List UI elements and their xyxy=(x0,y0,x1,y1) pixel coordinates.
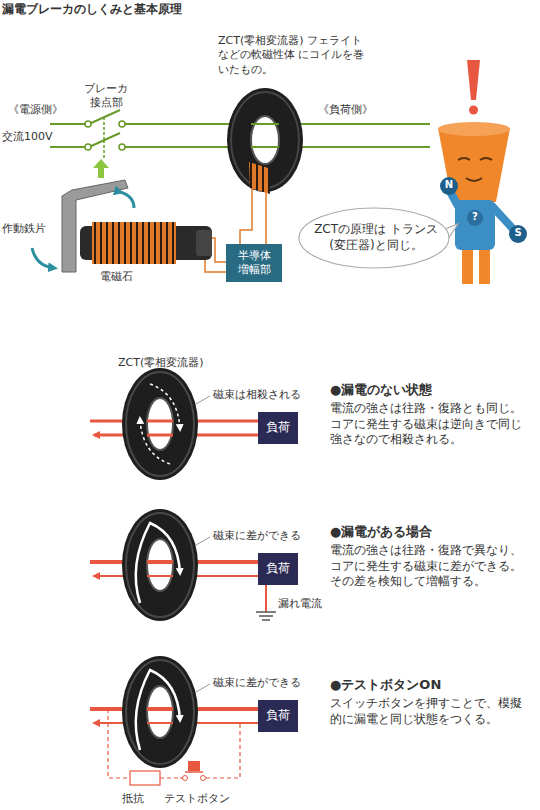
zct-hole xyxy=(147,398,173,450)
test-button xyxy=(185,771,203,773)
ground-symbol xyxy=(262,619,270,621)
shirt-mark: ? xyxy=(469,211,481,223)
test-button xyxy=(201,776,206,781)
ground-symbol xyxy=(256,611,276,613)
side-label: 《電源側》 xyxy=(8,103,63,117)
node-text: 負荷 xyxy=(266,420,290,436)
diagram-title: 漏電ブレーカのしくみと基本原理 xyxy=(2,2,182,18)
current-wire xyxy=(147,560,173,564)
zct-core xyxy=(122,368,198,480)
flux-note: 磁束は相殺される xyxy=(213,388,301,402)
magnet-letter: S xyxy=(512,227,524,239)
node-text: 負荷 xyxy=(266,708,290,724)
speech-bubble: ZCTの原理は トランス(変圧器)と同じ。 xyxy=(296,206,456,270)
leak-wire xyxy=(265,585,267,612)
case-heading: ●漏電がある場合 xyxy=(330,524,432,541)
side-label: 《負荷側》 xyxy=(318,103,373,117)
test-wire xyxy=(160,777,180,778)
load-box: 負荷 xyxy=(258,700,298,732)
flux-arrow xyxy=(150,384,180,429)
load-box: 負荷 xyxy=(258,412,298,444)
flux-arrow xyxy=(140,419,170,464)
zct-hole xyxy=(147,686,173,738)
node-text: 半導体 増幅部 xyxy=(234,249,274,278)
current-wire xyxy=(147,420,173,423)
leader-line xyxy=(196,396,210,404)
load-box: 負荷 xyxy=(258,553,298,585)
case-body: スイッチボタンを押すことで、模擬的に漏電と同じ状態をつくる。 xyxy=(330,696,530,727)
flux-note: 磁束に差ができる xyxy=(213,529,301,543)
part-name: ブレーカ 接点部 xyxy=(80,82,132,111)
part-name: テストボタン xyxy=(164,792,230,806)
part-name: ZCT(零相変流器) フェライトなどの軟磁性体 にコイルを巻いたもの。 xyxy=(218,34,368,77)
case-body: 電流の強さは往路・復路とも同じ。コアに発生する磁束は逆向きで同じ強さなので相殺さ… xyxy=(330,401,530,448)
part-name: ZCT(零相変流器) xyxy=(118,356,204,370)
zct-core xyxy=(122,509,198,621)
node-text: ZCTの原理は トランス(変圧器)と同じ。 xyxy=(312,222,440,253)
part-name: 作動鉄片 xyxy=(2,222,46,236)
zct-hole xyxy=(147,539,173,591)
zct-rim xyxy=(126,372,194,476)
amplifier-box: 半導体 増幅部 xyxy=(226,244,282,282)
node-text: 負荷 xyxy=(266,561,290,577)
test-wire xyxy=(206,723,240,778)
ground-symbol xyxy=(259,615,273,617)
flux-note: 磁束に差ができる xyxy=(213,676,301,690)
case-body: 電流の強さは往路・復路で異なり、コアに発生する磁束に差ができる。その差を検知して… xyxy=(330,543,530,590)
magnet-letter: N xyxy=(443,179,455,191)
current-wire xyxy=(147,575,173,577)
part-name: 抵抗 xyxy=(122,792,144,806)
zct-core xyxy=(122,656,198,768)
leader-line xyxy=(196,684,210,692)
leader-line xyxy=(196,537,210,545)
current-wire xyxy=(147,434,173,437)
resistor-symbol xyxy=(130,771,160,785)
test-button xyxy=(188,761,200,771)
part-name: 電磁石 xyxy=(100,270,133,284)
flux-arrow xyxy=(136,670,180,750)
case-heading: ●テストボタンON xyxy=(330,677,441,694)
leak-label: 漏れ電流 xyxy=(278,597,322,611)
test-button xyxy=(183,776,188,781)
voltage-label: 交流100V xyxy=(2,130,53,144)
case-heading: ●漏電のない状態 xyxy=(330,382,432,399)
current-wire xyxy=(147,707,173,711)
zct-rim xyxy=(126,513,194,617)
zct-rim xyxy=(126,660,194,764)
test-wire xyxy=(108,709,130,778)
flux-arrow xyxy=(136,523,180,603)
current-wire xyxy=(147,722,173,724)
